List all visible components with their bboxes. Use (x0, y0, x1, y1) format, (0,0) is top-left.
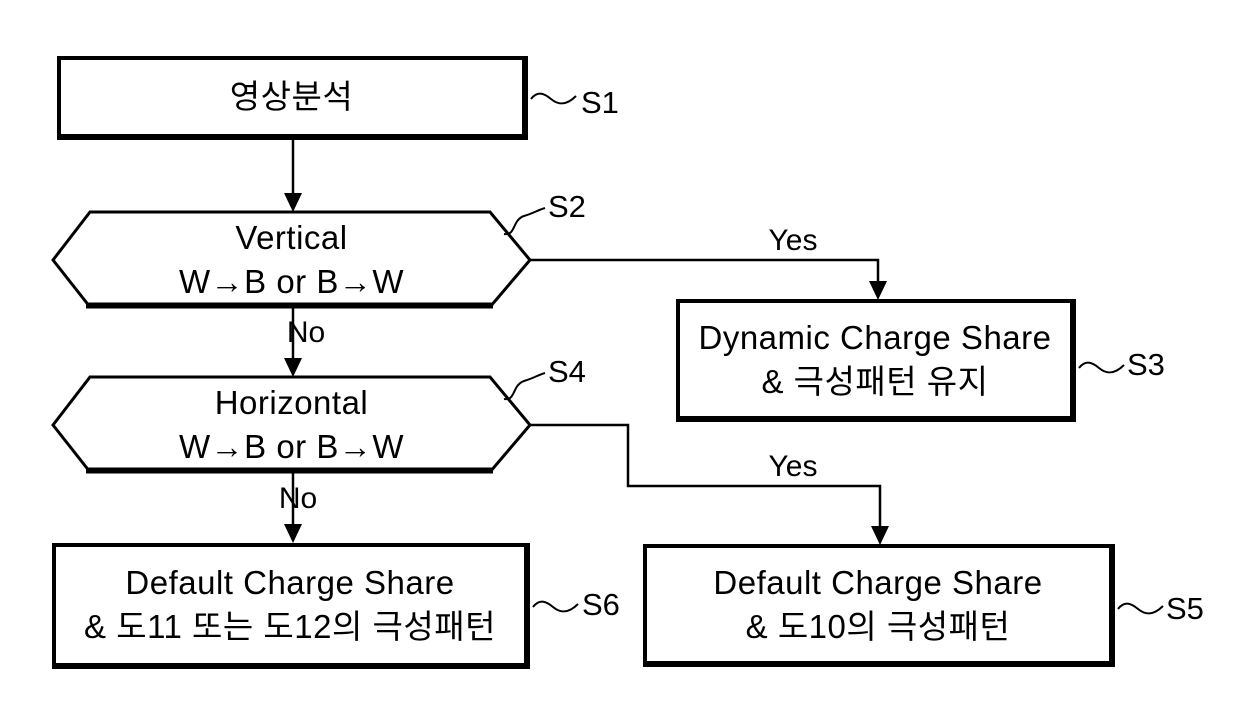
arrow-s4-to-s5 (530, 423, 882, 529)
node-line: W→B or B→W (179, 428, 404, 465)
label-leader-s5 (1117, 602, 1164, 615)
step-label-s2: S2 (548, 189, 586, 224)
arrow-s2-to-s3 (530, 258, 880, 284)
node-line: Horizontal (214, 384, 369, 421)
edge-label-yes-s2-s3: Yes (768, 224, 818, 257)
process-box-s1: 영상분석 (57, 56, 528, 140)
arrowhead-s4-to-s5 (871, 526, 889, 545)
step-label-s3: S3 (1127, 347, 1165, 382)
node-line: Default Charge Share (125, 564, 455, 601)
arrowhead-s2-to-s4 (284, 358, 302, 377)
label-leader-s4 (503, 372, 546, 401)
node-line: W→B or B→W (179, 263, 404, 300)
process-box-s6: Default Charge Share & 도11 또는 도12의 극성패턴 (52, 543, 530, 669)
label-leader-s1 (530, 92, 577, 105)
decision-text-s4: Horizontal W→B or B→W (53, 377, 530, 473)
arrowhead-s1-to-s2 (284, 193, 302, 212)
arrowhead-s4-to-s6 (284, 524, 302, 543)
node-line: & 도11 또는 도12의 극성패턴 (84, 608, 496, 645)
edge-label-no-s4-s6: No (278, 482, 318, 515)
step-label-s6: S6 (582, 587, 620, 622)
step-label-s5: S5 (1166, 591, 1204, 626)
node-line: Dynamic Charge Share (698, 318, 1052, 356)
edge-label-yes-s4-s5: Yes (768, 450, 818, 483)
process-box-s5: Default Charge Share & 도10의 극성패턴 (643, 544, 1115, 667)
node-line: 영상분석 (229, 78, 354, 115)
step-label-s1: S1 (581, 85, 619, 120)
node-line: & 극성패턴 유지 (761, 362, 989, 400)
process-box-s3: Dynamic Charge Share & 극성패턴 유지 (676, 299, 1076, 422)
node-line: & 도10의 극성패턴 (745, 607, 1011, 645)
node-line: Vertical (235, 219, 348, 256)
arrowhead-s2-to-s3 (869, 281, 887, 300)
label-leader-s2 (503, 207, 546, 236)
node-line: Default Charge Share (713, 563, 1043, 601)
label-leader-s6 (532, 600, 579, 613)
decision-text-s2: Vertical W→B or B→W (53, 212, 530, 308)
step-label-s4: S4 (548, 354, 586, 389)
edge-label-no-s2-s4: No (286, 316, 326, 349)
label-leader-s3 (1078, 361, 1125, 374)
